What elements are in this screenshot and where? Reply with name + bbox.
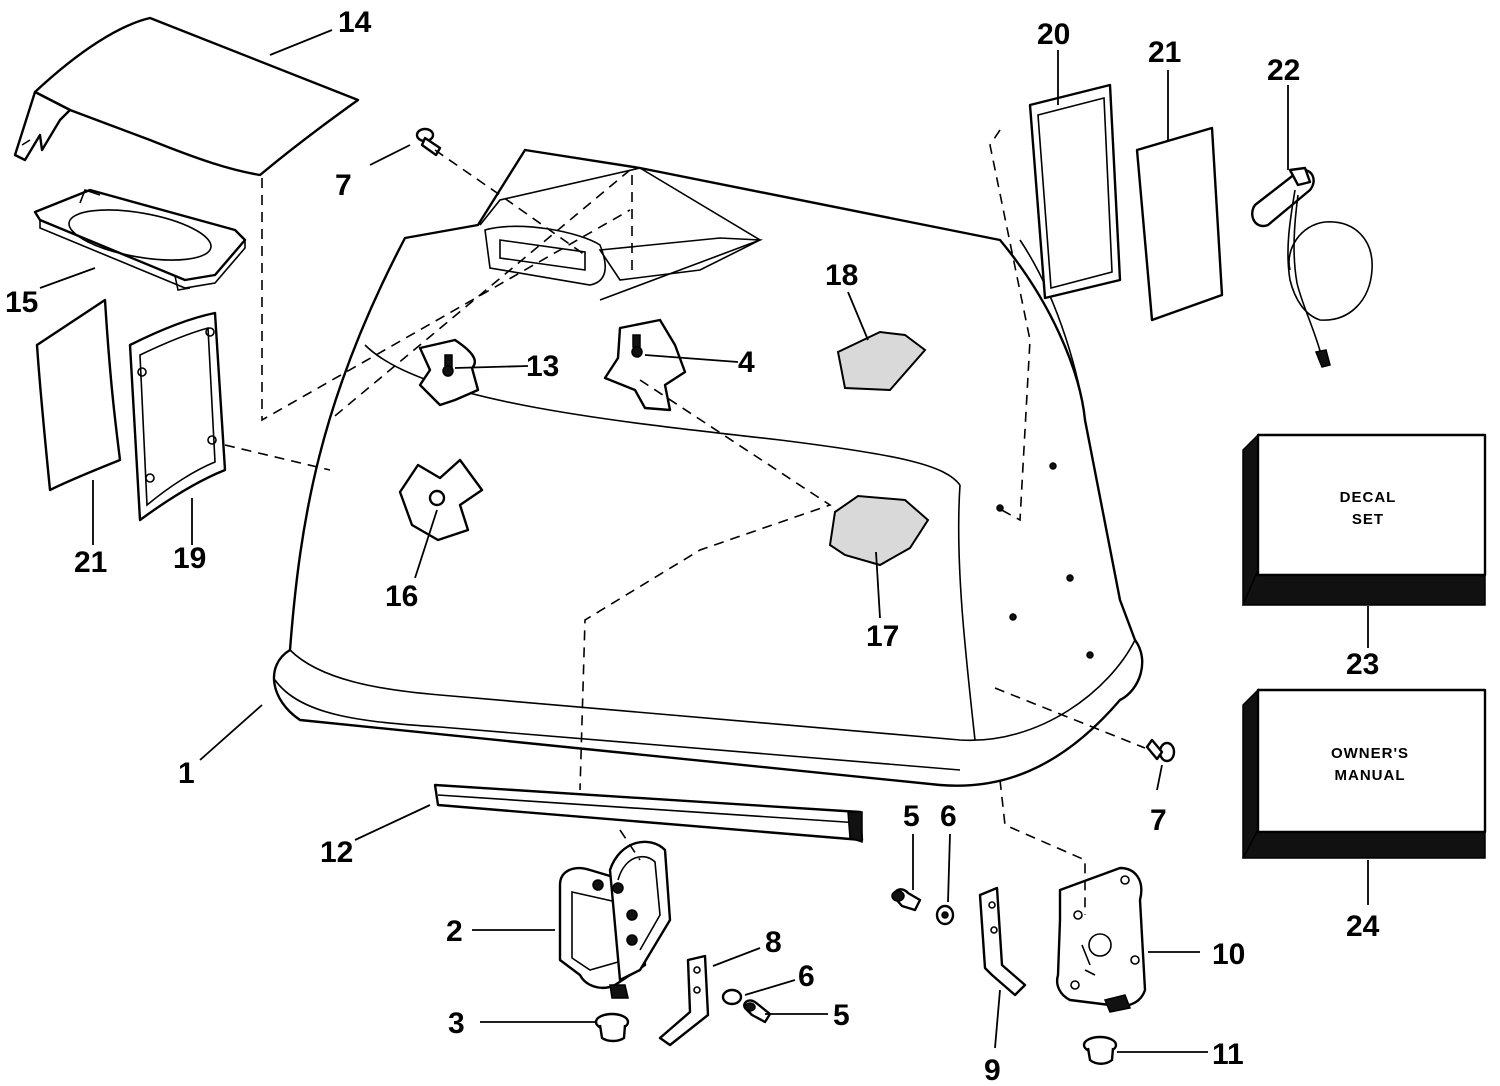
choke-knob-cable: [1251, 166, 1373, 368]
washer-6-lower: [721, 988, 743, 1006]
callout-23: 23: [1346, 648, 1379, 681]
manual-box-line2: MANUAL: [1335, 767, 1406, 784]
left-window-film: [35, 298, 122, 492]
callout-8: 8: [765, 926, 782, 959]
screw-5-lower: [743, 999, 772, 1024]
seal-strip: [433, 783, 864, 844]
bracket-arm-9: [978, 886, 1027, 997]
bracket-13: [418, 338, 480, 407]
foam-pad-18: [836, 330, 927, 392]
foam-pad-17: [828, 494, 930, 567]
callout-13: 13: [526, 350, 559, 383]
box-labels: DECAL SET OWNER'S MANUAL: [1331, 489, 1409, 784]
callout-5-lower: 5: [833, 999, 850, 1032]
callout-20: 20: [1037, 18, 1070, 51]
bracket-4: [603, 318, 687, 412]
decal-box-line2: SET: [1352, 511, 1384, 528]
leader-lines: [39, 29, 1369, 1053]
owners-manual-box: [1241, 688, 1487, 859]
callout-11: 11: [1212, 1038, 1244, 1071]
callout-labels: 14 7 15 21 19 20 21 22 18 13 4 16 17 1 1…: [5, 6, 1380, 1086]
motor-cover: [272, 148, 1144, 787]
decal-box-line1: DECAL: [1340, 489, 1397, 506]
latch-plate-10: [1056, 866, 1147, 1013]
callout-15: 15: [5, 286, 38, 319]
callout-2: 2: [446, 915, 463, 948]
top-cover-lid: [13, 16, 360, 177]
assembly-lines: [224, 129, 1146, 915]
callout-24: 24: [1346, 910, 1380, 943]
callout-4: 4: [738, 346, 755, 379]
callout-22: 22: [1267, 54, 1300, 87]
callout-21-right: 21: [1148, 36, 1181, 69]
callout-3: 3: [448, 1007, 465, 1040]
washer-6-upper: [935, 904, 955, 926]
callout-16: 16: [385, 580, 418, 613]
callout-10: 10: [1212, 938, 1245, 971]
decal-set-box: [1241, 433, 1487, 606]
right-window-film: [1135, 126, 1224, 322]
bracket-arm-8: [658, 954, 710, 1047]
bracket-16: [398, 458, 484, 542]
manual-box-line1: OWNER'S: [1331, 745, 1409, 762]
callout-9: 9: [984, 1054, 1001, 1086]
callout-7-top: 7: [335, 169, 352, 202]
callout-7-right: 7: [1150, 804, 1167, 837]
grommet-3: [594, 1012, 630, 1043]
callout-19: 19: [173, 542, 206, 575]
callout-14: 14: [338, 6, 372, 39]
callout-18: 18: [825, 259, 858, 292]
callout-21-left: 21: [74, 546, 107, 579]
screw-5-upper: [891, 888, 922, 912]
right-window-frame: [1028, 83, 1122, 300]
hood-seal-frame: [33, 188, 247, 291]
callout-5-upper: 5: [903, 800, 920, 833]
grommet-11: [1082, 1035, 1118, 1065]
callout-6-lower: 6: [798, 960, 815, 993]
latch-assembly: [558, 840, 672, 999]
callout-12: 12: [320, 836, 353, 869]
callout-17: 17: [866, 620, 899, 653]
callout-1: 1: [178, 757, 195, 790]
callout-6-upper: 6: [940, 800, 957, 833]
screw-7-right: [1145, 738, 1176, 763]
left-window-frame: [128, 311, 227, 522]
